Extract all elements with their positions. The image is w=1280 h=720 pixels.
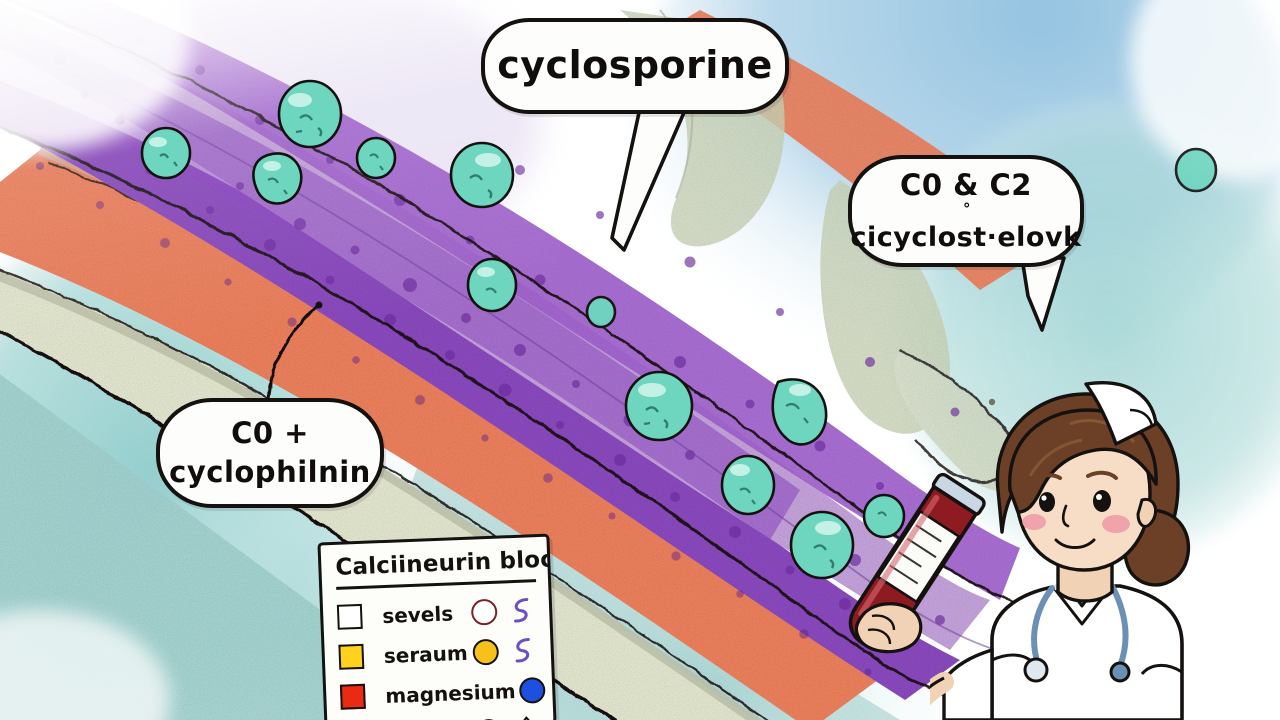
legend-swatch xyxy=(338,643,365,670)
callout-cyclosporine: cyclosporine xyxy=(481,18,789,114)
legend-swatch xyxy=(339,683,366,710)
nurse-eye-right xyxy=(1093,490,1111,512)
nurse-mouth xyxy=(1054,538,1096,549)
legend-label: magnesium xyxy=(384,678,517,708)
legend-divider xyxy=(336,579,537,590)
callout-c0-c2-line1: C0 & C2° xyxy=(900,168,1032,219)
callout-c0-c2-line1-text: C0 & C2 xyxy=(900,168,1032,203)
legend-squiggle-icon xyxy=(507,595,538,626)
legend-dot-icon xyxy=(470,598,498,626)
callout-c0-cyclophilin: C0 + cyclophilnin xyxy=(156,398,384,508)
nurse-eye-left xyxy=(1039,492,1055,512)
legend-label: seraum xyxy=(383,640,469,668)
teal-lymphocyte xyxy=(1174,147,1218,193)
callout-cyclosporine-text: cyclosporine xyxy=(497,43,773,88)
teal-lymphocyte xyxy=(252,152,303,205)
nurse-cap xyxy=(1084,381,1158,446)
stethoscope-icon xyxy=(1031,583,1129,669)
callout-c0-cyclophilin-line2: cyclophilnin xyxy=(169,454,371,489)
legend-card: Calciineurin block sevels seraum xyxy=(317,533,557,720)
nurse-figure xyxy=(930,381,1191,720)
legend-row: sevels xyxy=(336,590,538,638)
teal-lymphocyte xyxy=(140,126,192,180)
legend-title: Calciineurin block xyxy=(334,545,557,581)
callout-c0-cyclophilin-line1: C0 + xyxy=(231,416,309,451)
teal-lymphocyte xyxy=(466,257,518,313)
teal-lymphocyte xyxy=(771,378,828,446)
teal-lymphocyte xyxy=(720,454,776,516)
nurse-blush-right xyxy=(1102,515,1130,533)
nurse-arm xyxy=(942,647,994,720)
teal-lymphocyte xyxy=(585,295,617,329)
teal-lymphocyte xyxy=(624,370,694,442)
legend-row: seraum xyxy=(338,630,539,678)
degree-symbol-icon: ° xyxy=(963,200,971,219)
callout-c0-c2-line2: cicyclost·elovk xyxy=(850,221,1082,253)
legend-swatch xyxy=(336,603,363,630)
teal-lymphocyte xyxy=(789,510,855,580)
teal-lymphocyte xyxy=(355,136,397,180)
hand xyxy=(854,602,923,654)
callout-c0-c2: C0 & C2° cicyclost·elovk xyxy=(848,155,1084,267)
tail-cyclophilin xyxy=(266,304,320,400)
teal-lymphocyte xyxy=(449,141,515,209)
legend-squiggle-icon xyxy=(508,635,539,666)
teal-lymphocyte xyxy=(862,493,906,539)
teal-lymphocyte xyxy=(277,79,343,149)
legend-egg-icon xyxy=(511,715,542,720)
blood-collection-tube xyxy=(848,472,986,654)
legend-label: sevels xyxy=(381,600,454,628)
legend-dot-icon xyxy=(519,676,547,704)
legend-dot-icon xyxy=(472,638,500,666)
nurse-blush-left xyxy=(1022,514,1046,530)
teal-cells xyxy=(140,79,1218,580)
